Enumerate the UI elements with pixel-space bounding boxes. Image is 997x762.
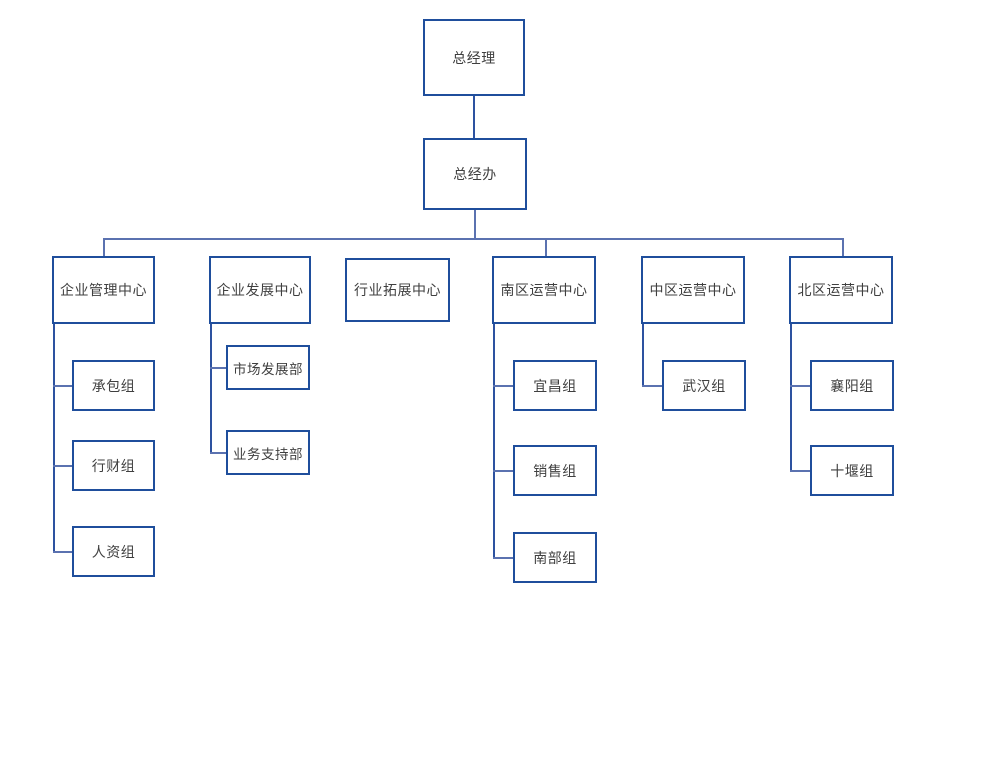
node-label: 人资组 [91, 543, 136, 560]
node-label: 南区运营中心 [500, 282, 588, 298]
node-center-enterprise-management[interactable]: 企业管理中心 [52, 256, 155, 324]
node-label: 总经办 [453, 166, 497, 182]
node-label: 襄阳组 [830, 377, 874, 394]
node-team-xiangyang[interactable]: 襄阳组 [810, 360, 894, 411]
node-team-wuhan[interactable]: 武汉组 [662, 360, 746, 411]
node-label: 宜昌组 [533, 377, 577, 394]
node-center-south-operations[interactable]: 南区运营中心 [492, 256, 596, 324]
elbow-xiangyang-team [790, 385, 811, 387]
node-label: 北区运营中心 [797, 282, 885, 298]
elbow-shiyan-team [790, 470, 811, 472]
node-dept-market-development[interactable]: 市场发展部 [226, 345, 310, 390]
spine-south-operations [493, 324, 495, 558]
node-team-contract[interactable]: 承包组 [72, 360, 155, 411]
elbow-market-development-dept [210, 367, 227, 369]
node-center-enterprise-development[interactable]: 企业发展中心 [209, 256, 311, 324]
node-team-shiyan[interactable]: 十堰组 [810, 445, 894, 496]
elbow-wuhan-team [642, 385, 663, 387]
node-center-industry-expansion[interactable]: 行业拓展中心 [345, 258, 450, 322]
spine-north-operations [790, 324, 792, 472]
node-label: 业务支持部 [233, 446, 303, 462]
node-team-sales[interactable]: 销售组 [513, 445, 597, 496]
connector-bus-horizontal [103, 238, 844, 240]
node-label: 十堰组 [830, 462, 874, 479]
spine-enterprise-management [53, 324, 55, 552]
elbow-sales-team [493, 470, 514, 472]
node-label: 南部组 [533, 549, 577, 566]
spine-enterprise-development [210, 324, 212, 453]
node-team-admin-finance[interactable]: 行财组 [72, 440, 155, 491]
node-dept-business-support[interactable]: 业务支持部 [226, 430, 310, 475]
spine-central-operations [642, 324, 644, 386]
node-label: 承包组 [91, 377, 136, 394]
elbow-business-support-dept [210, 452, 227, 454]
node-general-manager[interactable]: 总经理 [423, 19, 525, 96]
node-team-hr[interactable]: 人资组 [72, 526, 155, 577]
node-label: 武汉组 [682, 377, 726, 394]
node-team-yichang[interactable]: 宜昌组 [513, 360, 597, 411]
node-label: 企业发展中心 [216, 282, 304, 298]
node-label: 销售组 [533, 462, 577, 479]
elbow-contract-team [53, 385, 73, 387]
elbow-yichang-team [493, 385, 514, 387]
elbow-hr-team [53, 551, 73, 553]
connector-bus-drop-1 [103, 238, 105, 256]
elbow-southern-team [493, 557, 514, 559]
node-center-central-operations[interactable]: 中区运营中心 [641, 256, 745, 324]
node-label: 行财组 [91, 457, 136, 474]
connector-office-to-bus [474, 210, 476, 239]
connector-bus-drop-4 [545, 238, 547, 256]
node-label: 总经理 [452, 49, 496, 66]
elbow-admin-finance-team [53, 465, 73, 467]
connector-root-to-office [473, 96, 475, 138]
node-label: 市场发展部 [233, 361, 303, 377]
node-center-north-operations[interactable]: 北区运营中心 [789, 256, 893, 324]
node-label: 中区运营中心 [649, 282, 737, 298]
connector-bus-drop-6 [842, 238, 844, 256]
node-team-southern[interactable]: 南部组 [513, 532, 597, 583]
node-general-office[interactable]: 总经办 [423, 138, 527, 210]
node-label: 行业拓展中心 [354, 282, 441, 298]
node-label: 企业管理中心 [60, 282, 147, 298]
